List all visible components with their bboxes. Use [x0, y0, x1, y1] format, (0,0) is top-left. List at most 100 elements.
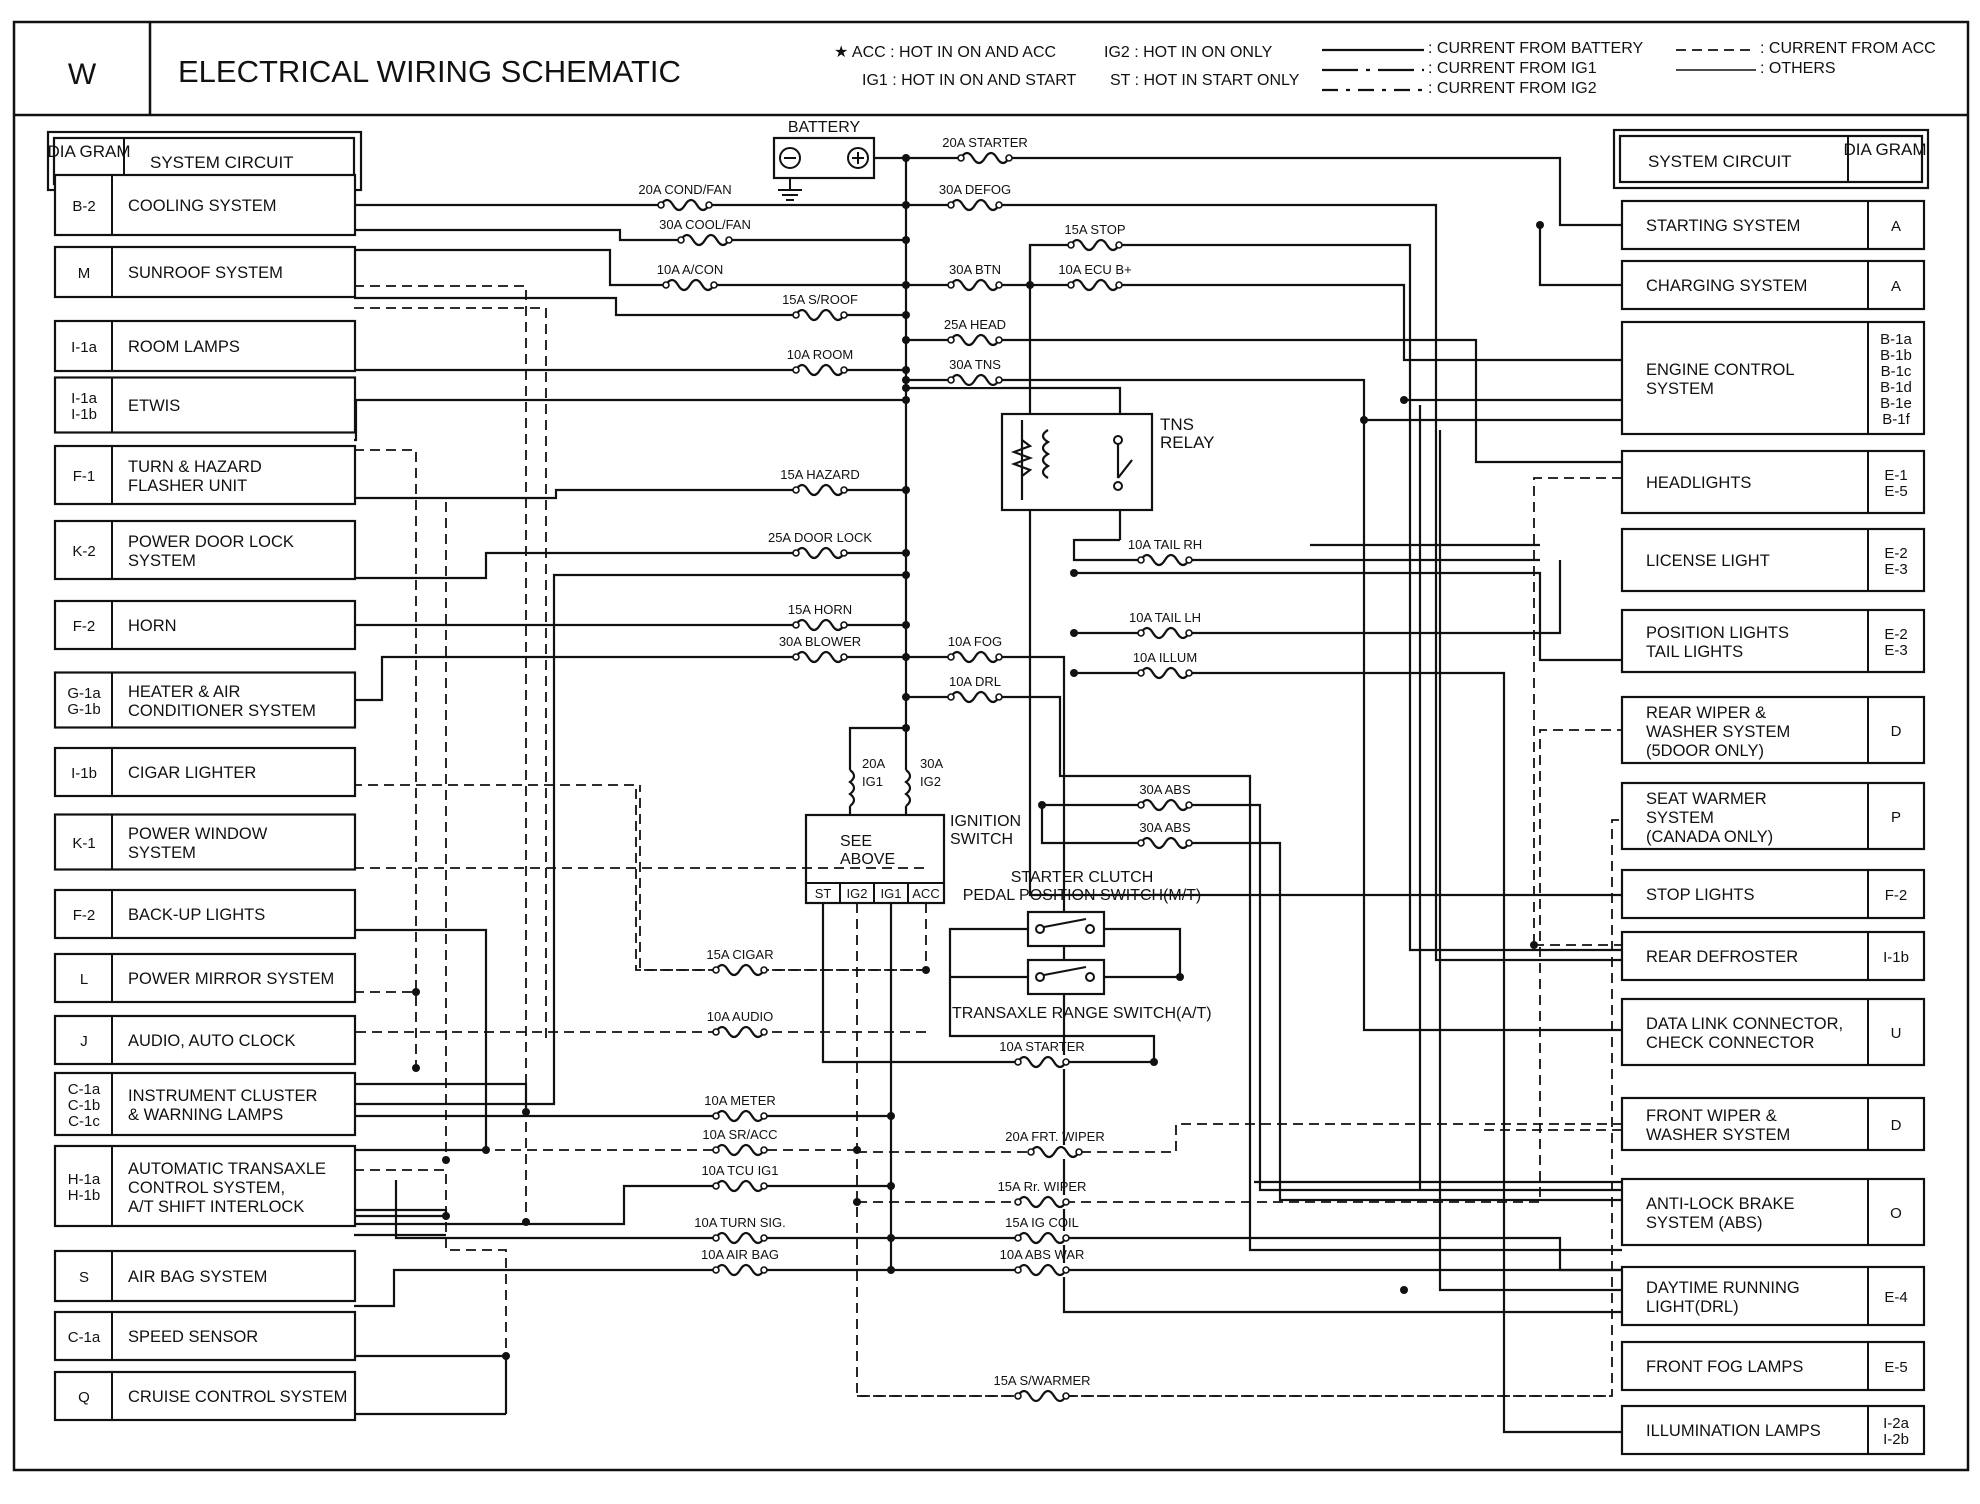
feed-blower [354, 655, 906, 702]
fuse-27: 10A SR/ACC [702, 1127, 778, 1157]
fuse-15: 15A HORN [788, 602, 852, 632]
left-system-code: F-2 [73, 618, 96, 635]
fuse-label: 10A TURN SIG. [694, 1215, 786, 1230]
fuse-4: 10A A/CON [657, 262, 723, 292]
fuse-0: 20A STARTER [942, 135, 1028, 165]
feed-cooling-3 [354, 248, 906, 287]
fuse-25: 10A STARTER [999, 1039, 1085, 1069]
fuse-label: 15A IG COIL [1005, 1215, 1079, 1230]
right-system-name: REAR DEFROSTER [1646, 948, 1798, 966]
fuse-14: 25A DOOR LOCK [768, 530, 872, 560]
left-system-name: BACK-UP LIGHTS [128, 906, 265, 924]
right-column-header: SYSTEM CIRCUIT DIA GRAM [1612, 128, 1930, 190]
right-diagram-heading: DIA GRAM [1843, 140, 1926, 159]
right-spur-1 [1254, 543, 1622, 1184]
right-system-name: HEADLIGHTS [1646, 474, 1751, 492]
acc-bus-right-1 [1533, 477, 1622, 945]
feed-instrument [354, 573, 906, 1106]
fuse-label: 30A TNS [949, 357, 1001, 372]
fuse-label: 15A Rr. WIPER [998, 1179, 1087, 1194]
left-system-name: SPEED SENSOR [128, 1328, 258, 1346]
feed-sunroof [354, 296, 906, 317]
fuse-label: 10A TAIL RH [1128, 537, 1202, 552]
wire-junctions [412, 221, 1544, 1360]
feed-ecu [1030, 283, 1622, 362]
note-ig1: IG1 : HOT IN ON AND START [862, 72, 1076, 89]
right-system-name: REAR WIPER &WASHER SYSTEM(5DOOR ONLY) [1646, 704, 1790, 760]
ignition-terminal-ig1: IG1 [881, 886, 902, 901]
right-system-code: U [1891, 1025, 1902, 1042]
fuse-label: 15A CIGAR [706, 947, 773, 962]
fuse-8: 15A S/ROOF [782, 292, 858, 322]
left-system-name: AIR BAG SYSTEM [128, 1268, 267, 1286]
acc-bus-left-3 [354, 449, 417, 1068]
left-system-code: B-2 [72, 198, 95, 215]
fuse-29: 10A TCU IG1 [701, 1163, 779, 1193]
fuse-label: 30A DEFOG [939, 182, 1011, 197]
ig1-bus-left-4 [354, 1208, 448, 1214]
right-system-6: REAR WIPER &WASHER SYSTEM(5DOOR ONLY) D [1620, 695, 1926, 765]
fuse-5: 15A STOP [1064, 222, 1126, 252]
feed-hazard [354, 488, 906, 500]
feed-defog [906, 203, 1622, 962]
fuse-label: 10A TCU IG1 [701, 1163, 778, 1178]
fuse-label: 25A HEAD [944, 317, 1006, 332]
feed-illum [1074, 671, 1622, 1434]
fuse-32: 15A IG COIL [1005, 1215, 1079, 1245]
fuse-label: 30A ABS [1139, 782, 1191, 797]
acc-bus-left-4 [354, 497, 447, 1160]
left-system-name: SUNROOF SYSTEM [128, 264, 283, 282]
fuse-13: 10A TAIL RH [1128, 537, 1202, 567]
left-system-code: J [80, 1033, 88, 1050]
fuse-7: 10A ECU B+ [1058, 262, 1132, 292]
battery-label: BATTERY [788, 119, 861, 136]
left-system-6: F-2 HORN [53, 599, 357, 651]
right-system-heading: SYSTEM CIRCUIT [1648, 152, 1792, 171]
acc-bus-left-1 [354, 285, 527, 1222]
fuse-label: 10A ROOM [787, 347, 853, 362]
fuse-33: 10A AIR BAG [701, 1247, 779, 1277]
left-system-name: HORN [128, 617, 177, 635]
tns-to-tail [1072, 538, 1540, 562]
left-system-code: L [80, 971, 88, 988]
acc-bus-left-7 [354, 1169, 507, 1356]
fuse-22: 30A ABS [1137, 820, 1193, 850]
right-system-code: D [1891, 723, 1902, 740]
feed-cooling-2 [354, 228, 906, 242]
fuse-2: 20A COND/FAN [638, 182, 732, 212]
fuse-28: 20A FRT. WIPER [1005, 1129, 1105, 1159]
feed-abs-1 [1042, 803, 1622, 1192]
feed-tcu [354, 1184, 891, 1226]
feed-charging [1538, 225, 1622, 287]
ig1-bus-left [354, 928, 488, 1152]
feed-btn [906, 243, 1622, 952]
fuse-20: 10A DRL [947, 674, 1003, 704]
left-system-name: COOLING SYSTEM [128, 197, 277, 215]
